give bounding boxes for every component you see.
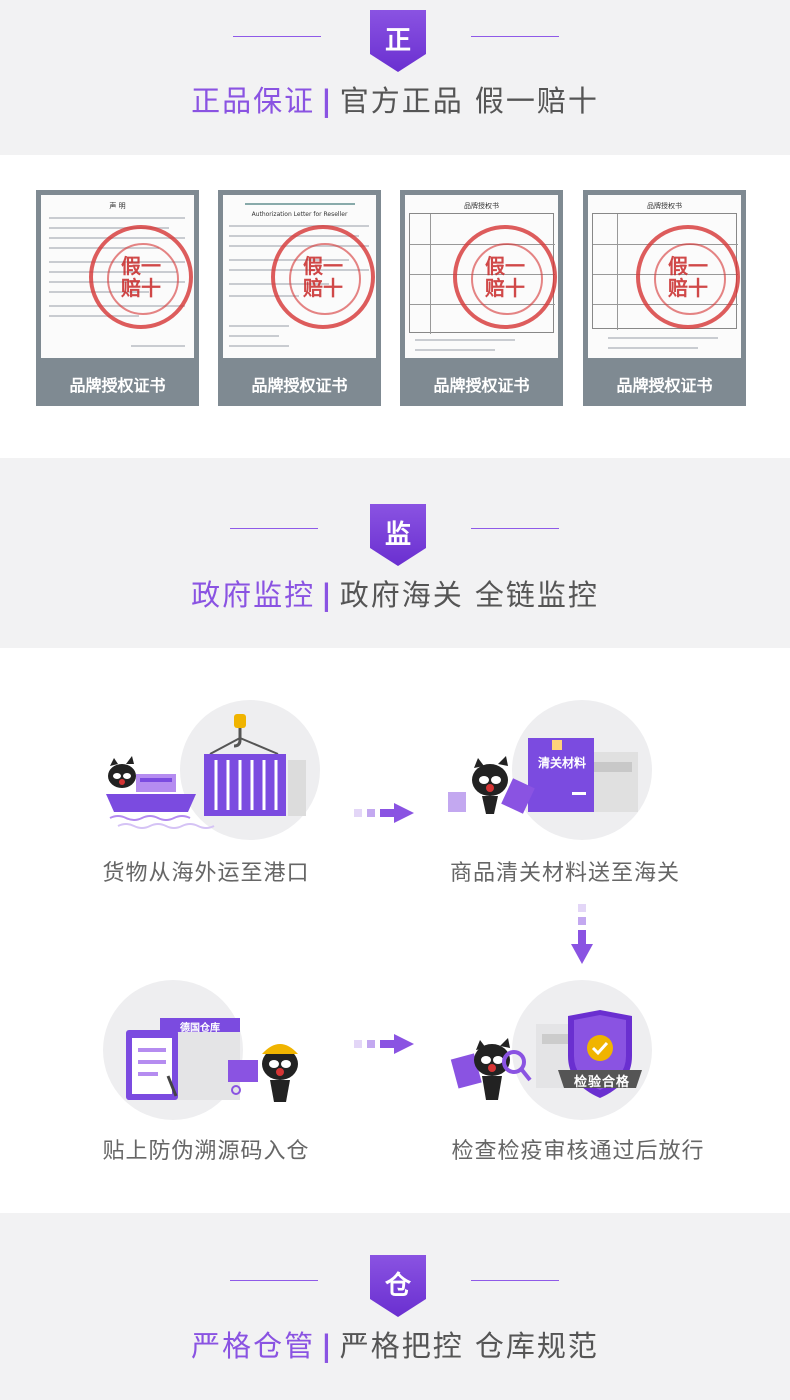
rule-left xyxy=(230,1280,318,1281)
stamp-text: 假一 赔十 xyxy=(121,254,161,300)
certificate-paper: Authorization Letter for Reseller 假一 赔十 xyxy=(223,195,376,358)
stamp-icon: 假一 赔十 xyxy=(636,225,740,329)
certificate-card[interactable]: Authorization Letter for Reseller 假一 赔十 … xyxy=(218,190,381,406)
rule-left xyxy=(233,36,321,37)
rule-right xyxy=(471,36,559,37)
headline-rest: 官方正品 假一赔十 xyxy=(339,84,599,118)
arrow-right-icon xyxy=(354,803,414,823)
certificate-caption: 品牌授权证书 xyxy=(69,376,166,395)
section-warehouse-band: 仓 严格仓管|严格把控 仓库规范 xyxy=(0,1213,790,1400)
rule-right xyxy=(471,528,559,529)
inspection-shield-icon xyxy=(450,1010,642,1100)
stamp-text: 假一 赔十 xyxy=(668,254,708,300)
certificate-caption: 品牌授权证书 xyxy=(616,376,713,395)
ship-container-icon xyxy=(106,714,306,829)
badge-char: 正 xyxy=(384,26,411,56)
section-monitor-band: 监 政府监控|政府海关 全链监控 xyxy=(0,458,790,648)
headline-separator: | xyxy=(321,84,334,118)
stamp-icon: 假一 赔十 xyxy=(89,225,193,329)
certificate-paper: 声 明 假一 赔十 xyxy=(41,195,194,358)
headline-separator: | xyxy=(321,1329,334,1363)
arrow-right-icon xyxy=(354,1034,414,1054)
step-label: 货物从海外运至港口 xyxy=(102,861,310,886)
certificate-paper: 品牌授权书 假一 赔十 xyxy=(588,195,741,358)
warehouse-clipboard-icon xyxy=(126,1018,298,1102)
headline-rest: 政府海关 全链监控 xyxy=(339,578,599,612)
certificate-card[interactable]: 品牌授权书 假一 赔十 品牌授权证书 xyxy=(583,190,746,406)
rule-left xyxy=(230,528,318,529)
section-headline: 政府监控|政府海关 全链监控 xyxy=(0,572,790,614)
step-label: 商品清关材料送至海关 xyxy=(449,861,680,886)
step-label: 检查检疫审核通过后放行 xyxy=(451,1139,705,1164)
certificate-caption: 品牌授权证书 xyxy=(433,376,530,395)
stamp-icon: 假一 赔十 xyxy=(271,225,375,329)
section-headline: 严格仓管|严格把控 仓库规范 xyxy=(0,1323,790,1365)
inspection-tag: 检验合格 xyxy=(573,1075,630,1090)
certificate-doc-title: 品牌授权书 xyxy=(647,202,682,210)
certificate-doc-title: Authorization Letter for Reseller xyxy=(251,211,348,218)
headline-separator: | xyxy=(321,578,334,612)
badge-char: 监 xyxy=(384,520,411,550)
headline-accent: 严格仓管 xyxy=(191,1329,316,1363)
stamp-icon: 假一 赔十 xyxy=(453,225,557,329)
headline-accent: 政府监控 xyxy=(191,578,316,612)
certificate-paper: 品牌授权书 假一 赔十 xyxy=(405,195,558,358)
headline-rest: 严格把控 仓库规范 xyxy=(339,1329,599,1363)
certificate-doc-title: 声 明 xyxy=(109,202,126,210)
warehouse-tag: 德国仓库 xyxy=(180,1023,220,1034)
certificate-doc-title: 品牌授权书 xyxy=(464,202,499,210)
customs-documents-icon xyxy=(448,738,638,814)
certificate-caption: 品牌授权证书 xyxy=(251,376,348,395)
badge-icon xyxy=(370,1255,426,1317)
headline-accent: 正品保证 xyxy=(191,84,316,118)
arrow-down-icon xyxy=(571,904,593,964)
rule-right xyxy=(471,1280,559,1281)
section-guarantee-band: 正 正品保证|官方正品 假一赔十 xyxy=(0,0,790,155)
badge-char: 仓 xyxy=(384,1271,411,1301)
section-headline: 正品保证|官方正品 假一赔十 xyxy=(0,78,790,120)
certificate-card[interactable]: 声 明 假一 赔十 品牌授权证书 xyxy=(36,190,199,406)
customs-documents-tag: 清关材料 xyxy=(537,756,586,770)
step-label: 贴上防伪溯源码入仓 xyxy=(102,1139,310,1164)
stamp-text: 假一 赔十 xyxy=(303,254,343,300)
certificate-card[interactable]: 品牌授权书 假一 赔十 品牌授权证书 xyxy=(400,190,563,406)
badge-icon xyxy=(370,10,426,72)
stamp-text: 假一 赔十 xyxy=(485,254,525,300)
badge-icon xyxy=(370,504,426,566)
